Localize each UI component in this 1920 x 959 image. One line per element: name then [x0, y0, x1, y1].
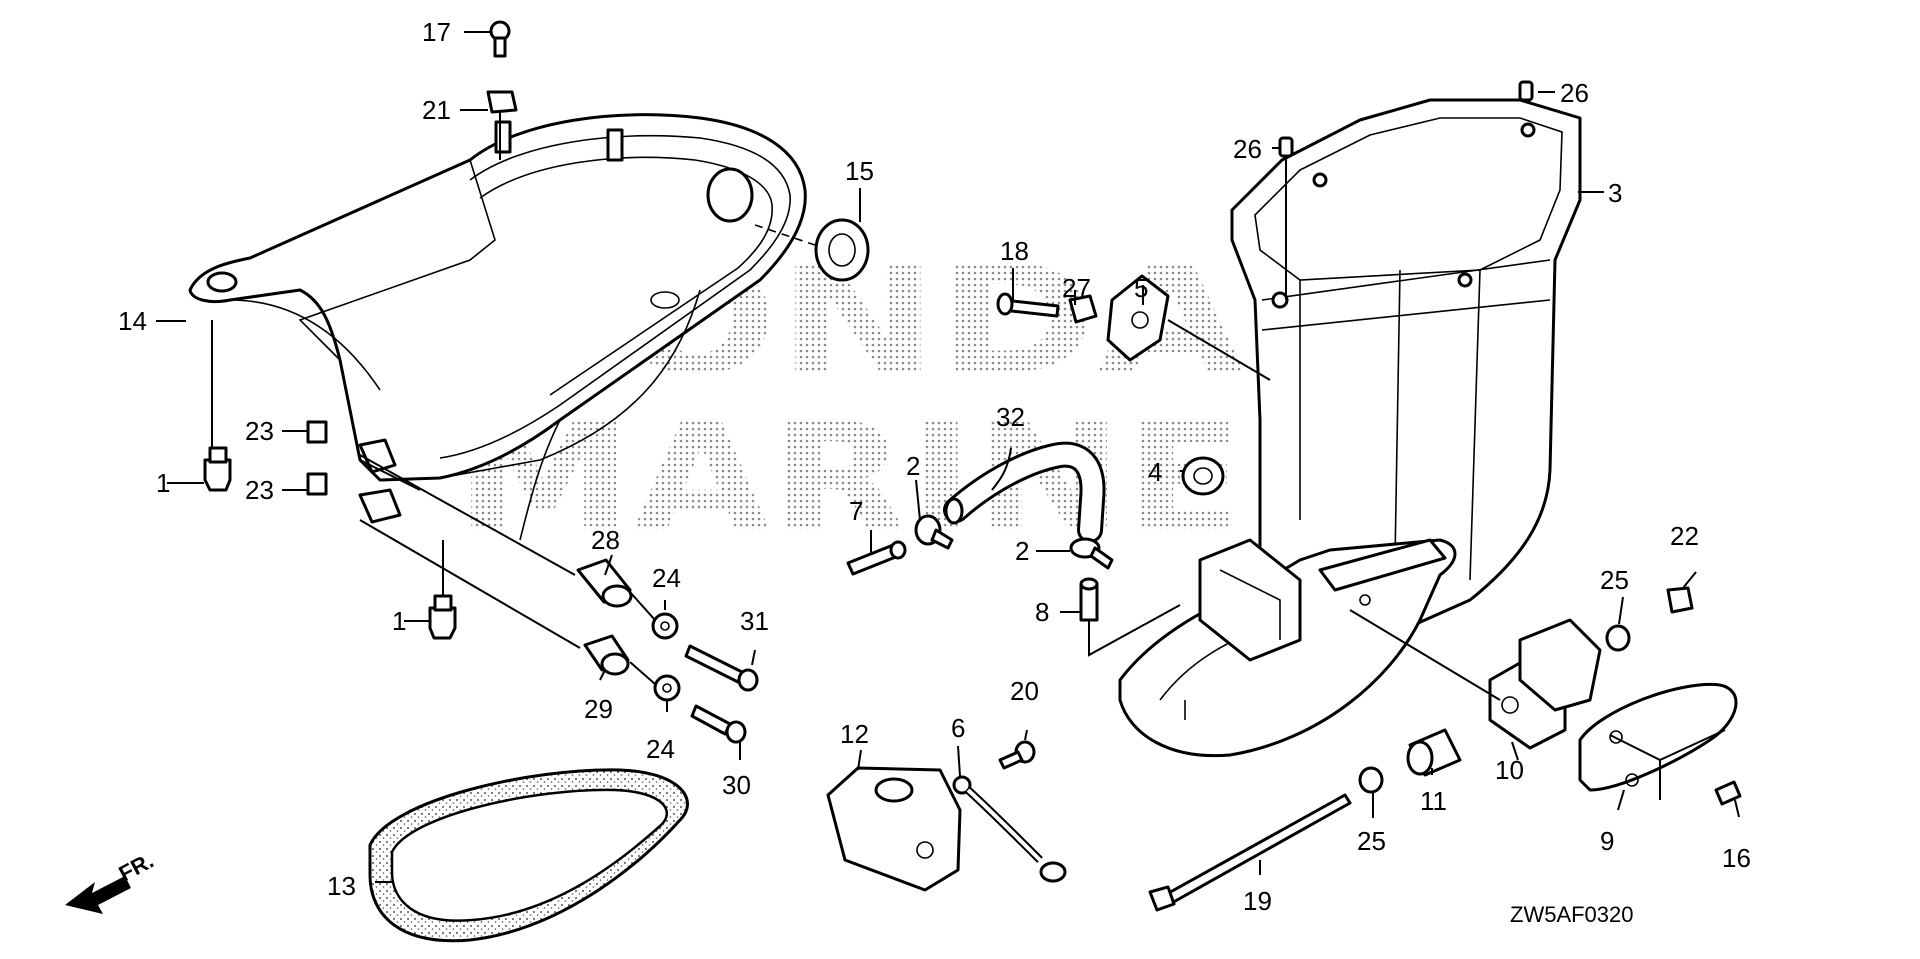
callout-24b: 24: [646, 734, 675, 764]
grommet-4: [1181, 456, 1225, 496]
callout-3: 3: [1608, 178, 1622, 208]
callout-1a: 1: [156, 468, 170, 498]
bracket-5: [1106, 274, 1271, 381]
callout-2a: 2: [906, 451, 920, 481]
callout-31: 31: [740, 606, 769, 636]
oil-case-section: [1118, 538, 1457, 758]
mount-12: [826, 766, 962, 892]
callout-32: 32: [996, 402, 1025, 432]
nut-22: [1666, 586, 1694, 614]
washer-24a: [651, 612, 679, 640]
callout-12: 12: [840, 719, 869, 749]
water-fitting-7: [846, 540, 907, 576]
callout-22: 22: [1670, 521, 1699, 551]
grommet-screw-1a: [203, 446, 232, 492]
callout-14: 14: [118, 306, 147, 336]
collar-11: [1406, 728, 1462, 777]
hose-clamp-2a: [914, 514, 954, 550]
grommet: [754, 218, 870, 282]
screw-17: [489, 20, 511, 58]
callout-21: 21: [422, 95, 451, 125]
water-hose: [943, 441, 1106, 543]
callout-4: 4: [1148, 457, 1162, 487]
clip-21: [486, 90, 518, 160]
callout-28: 28: [591, 525, 620, 555]
callout-30: 30: [722, 770, 751, 800]
callout-9: 9: [1600, 826, 1614, 856]
washer-24b: [653, 674, 681, 702]
callout-11: 11: [1420, 786, 1447, 816]
grommet-screw-1b: [428, 594, 457, 640]
ground-cable-6: [952, 775, 1067, 883]
front-direction-arrow: FR.: [65, 848, 158, 914]
clip-23a: [306, 420, 328, 444]
callout-2b: 2: [1015, 536, 1029, 566]
dowel-pin-26a: [1278, 136, 1294, 300]
plate-9: [1578, 682, 1738, 800]
bolt-18: [996, 292, 1060, 318]
callout-20: 20: [1010, 676, 1039, 706]
callout-27: 27: [1062, 273, 1091, 303]
callout-10: 10: [1495, 755, 1524, 785]
callout-19: 19: [1243, 886, 1272, 916]
bolt-20: [998, 740, 1036, 770]
callout-16: 16: [1722, 843, 1751, 873]
long-bolt-19: [1148, 793, 1352, 912]
callout-7: 7: [849, 496, 863, 526]
diagram-code: ZW5AF0320: [1510, 902, 1634, 927]
seal-ring: [368, 768, 689, 943]
lower-cover-shell: [188, 113, 807, 541]
collar-29: [583, 634, 630, 676]
dowel-pin-26b: [1518, 80, 1534, 102]
callout-17: 17: [422, 17, 451, 47]
leader-lines: [156, 31, 1740, 883]
callout-8: 8: [1035, 597, 1049, 627]
washer-25b: [1605, 624, 1631, 652]
collar-28: [576, 558, 633, 608]
callout-24a: 24: [652, 563, 681, 593]
callout-numbers: 17 21 14 1 1 23 23 15 28 29 24 24 31 30 …: [118, 17, 1751, 927]
callout-23a: 23: [245, 416, 274, 446]
callout-23b: 23: [245, 475, 274, 505]
callout-25b: 25: [1600, 565, 1629, 595]
callout-15: 15: [845, 156, 874, 186]
mount-rubber-10: [1488, 618, 1602, 750]
callout-26a: 26: [1233, 134, 1262, 164]
callout-18: 18: [1000, 236, 1029, 266]
bolt-30: [690, 704, 747, 744]
extension-case: [1230, 98, 1582, 642]
callout-5: 5: [1134, 273, 1148, 303]
callout-29: 29: [584, 694, 613, 724]
collar-27: [1068, 294, 1098, 324]
callout-13: 13: [327, 871, 356, 901]
washer-25a: [1358, 766, 1384, 794]
watermark-line-2: MARINE: [455, 392, 1245, 566]
callout-6: 6: [951, 713, 965, 743]
bolt-16: [1714, 780, 1742, 806]
callout-26b: 26: [1560, 78, 1589, 108]
hose-clamp-2b: [1069, 537, 1114, 570]
bolt-31: [684, 644, 759, 692]
callout-1b: 1: [392, 606, 406, 636]
callout-25a: 25: [1357, 826, 1386, 856]
water-fitting-8: [1079, 577, 1181, 657]
clip-23b: [306, 472, 328, 496]
